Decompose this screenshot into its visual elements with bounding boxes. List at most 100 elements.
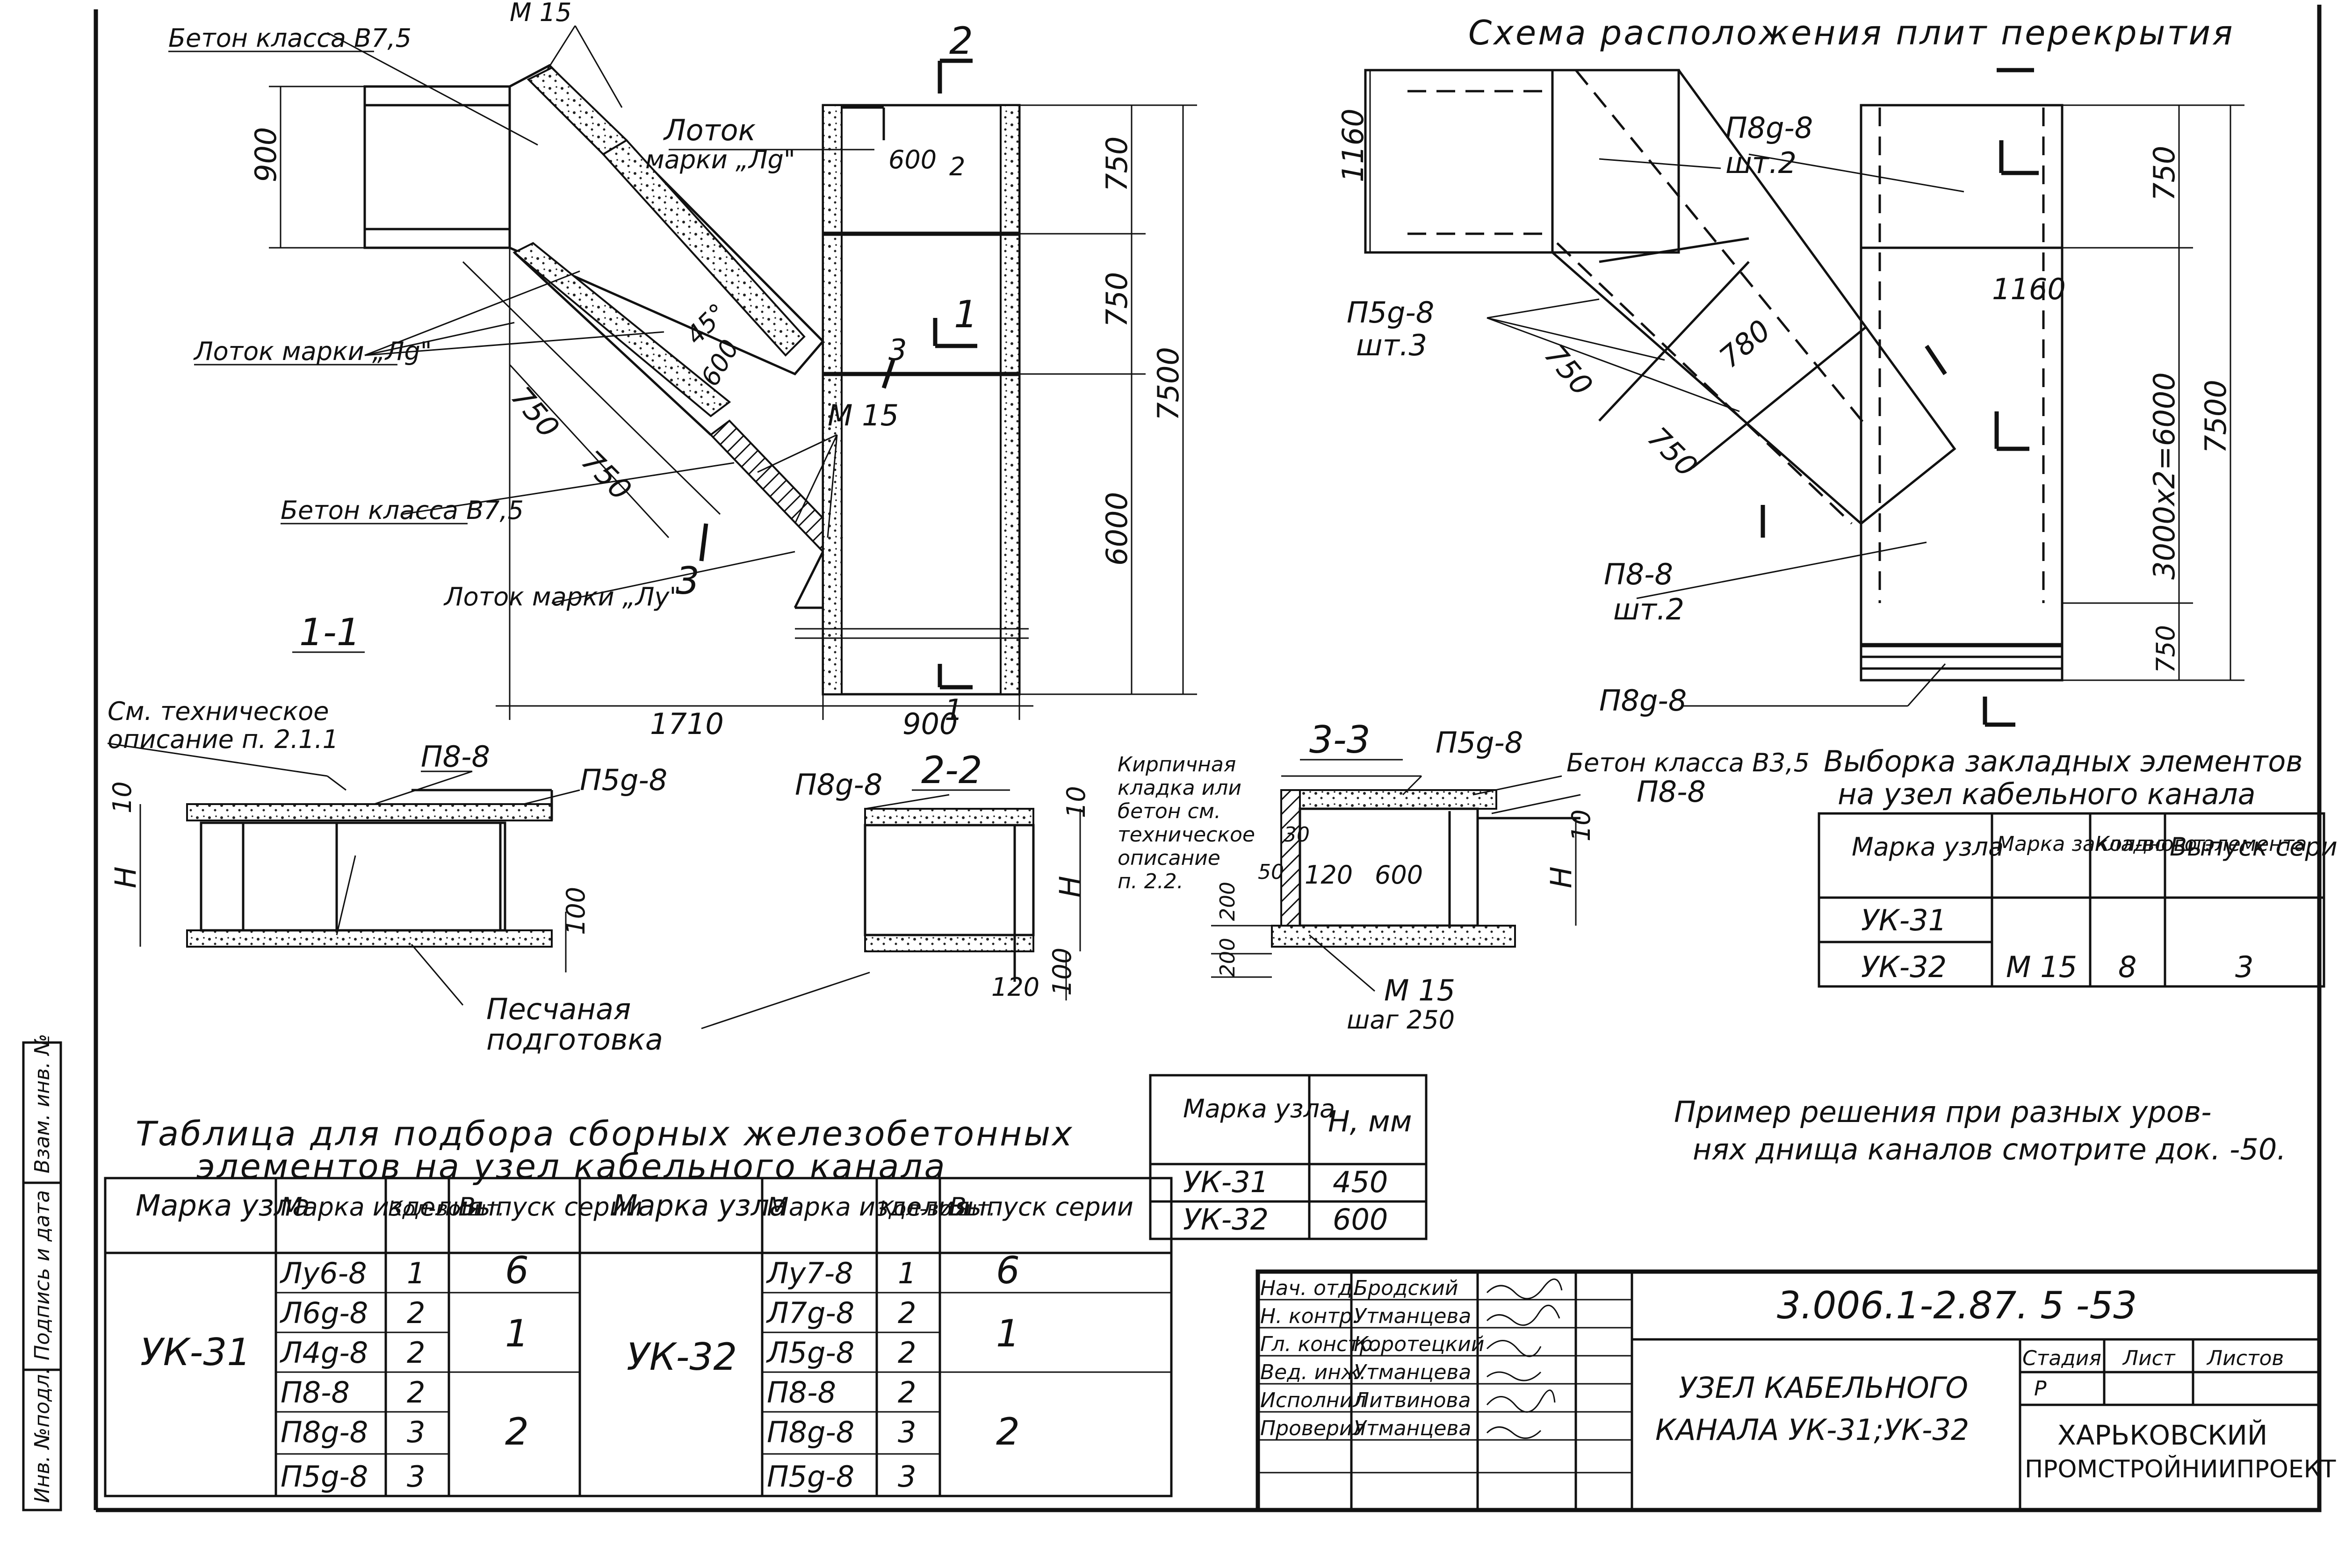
h-table-h-node: Марка узла: [1183, 1094, 1335, 1123]
brick-note-6: п. 2.2.: [1118, 870, 1183, 893]
sel-uk31-series-1: 6: [505, 1249, 529, 1292]
sel-uk32-r3-item: Л5g-8: [766, 1336, 854, 1370]
section-3-3-beton: Бетон класса В3,5: [1566, 748, 1810, 777]
sel-uk32-series-1: 6: [996, 1249, 1020, 1292]
sel-uk32-r4-item: П8-8: [767, 1375, 836, 1410]
sig-role-4: Вед. инж.: [1260, 1360, 1366, 1384]
section-2-2-d10: 10: [1061, 786, 1091, 818]
sel-uk31-node: УК-31: [140, 1331, 251, 1374]
title-line-1: УЗЕЛ КАБЕЛЬНОГО: [1679, 1371, 1968, 1405]
plan-dim-780: 780: [1713, 313, 1777, 374]
slab-plan: [1364, 68, 2244, 727]
section-3-3-step: шаг 250: [1347, 1005, 1455, 1035]
section-2-2-text: 2-2 П8g-8 H 10 100 120: [795, 748, 1091, 1002]
section-3-3-h: H: [1544, 866, 1578, 888]
cut-mark-2-top: 2: [949, 19, 973, 63]
sig-role-5: Исполнил: [1260, 1388, 1366, 1412]
plan-label-p88: П8-8: [1604, 557, 1673, 591]
sel-h-item-b: Марка изделия: [767, 1192, 969, 1222]
embedded-h-node: Марка узла: [1852, 832, 2004, 862]
sel-uk31-r6-item: П5g-8: [281, 1460, 368, 1494]
cut-mark-1-bottom: 1: [945, 693, 963, 727]
embedded-r1-node: УК-31: [1861, 903, 1947, 937]
section-1-1-label: 1-1: [299, 611, 361, 654]
slab-plan-text: Схема расположения плит перекрытия П8g-8…: [1336, 13, 2233, 718]
plan-label-p8d8: П8g-8: [1725, 111, 1813, 145]
embedded-title-1: Выборка закладных элементов: [1824, 744, 2303, 778]
h-table-r2-node: УК-32: [1183, 1202, 1269, 1237]
title-block: Нач. отд. Бродский Н. контр. Утманцева Г…: [1256, 1269, 2336, 1512]
section-3-3-label: 3-3: [1309, 718, 1371, 762]
sig-name-4: Утманцева: [1354, 1360, 1471, 1384]
selection-title-2: элементов на узел кабельного канала: [196, 1147, 947, 1186]
selection-table: Таблица для подбора сборных железобетонн…: [104, 1114, 1173, 1497]
plan-dim-1160: 1160: [1336, 108, 1370, 182]
sig-name-1: Бродский: [1354, 1276, 1458, 1300]
org-line-1: ХАРЬКОВСКИЙ: [2057, 1419, 2267, 1451]
section-3-3-m15: М 15: [1384, 973, 1455, 1007]
h-table-r1-h: 450: [1333, 1165, 1388, 1199]
sig-role-2: Н. контр.: [1260, 1304, 1359, 1328]
detail-a-d10: 10: [108, 781, 137, 813]
note-m15-top: М 15: [510, 0, 571, 27]
sel-h-qty-b: Кол-во шт.: [879, 1197, 996, 1221]
cut-mark-3-mid: 3: [888, 333, 907, 367]
detail-a-d100: 100: [561, 887, 591, 935]
detail-a-note-2: описание п. 2.1.1: [108, 725, 339, 754]
dim-1710: 1710: [650, 707, 724, 741]
section-1-1: [269, 25, 1197, 720]
section-detail-a: [107, 742, 580, 1006]
section-2-2-h: H: [1053, 876, 1087, 898]
sel-h-series-b: Выпуск серии: [949, 1192, 1133, 1222]
embedded-h-qty: Кол-во шт.: [2095, 832, 2211, 856]
dim-750-b: 750: [575, 444, 638, 507]
sel-uk31-r3-item: Л4g-8: [280, 1336, 368, 1370]
plan-label-p5d8: П5g-8: [1347, 295, 1434, 330]
plan-dim-750-top: 750: [2147, 146, 2181, 201]
sig-name-2: Утманцева: [1354, 1304, 1471, 1328]
plan-label-p8d8-bottom: П8g-8: [1599, 683, 1687, 718]
sheet-header: Лист: [2122, 1346, 2176, 1370]
sig-name-3: Коротецкий: [1354, 1332, 1484, 1356]
sel-uk32-series-3: 2: [996, 1410, 1020, 1453]
dim-600-a: 600: [888, 145, 937, 174]
plan-label-sht2: шт.2: [1725, 146, 1797, 180]
embedded-title-2: на узел кабельного канала: [1838, 777, 2256, 811]
plan-dim-750-a: 750: [1538, 338, 1600, 403]
note-beton-mid: Бетон класса В7,5: [281, 496, 524, 525]
sel-uk32-node: УК-32: [627, 1335, 737, 1379]
selection-title-1: Таблица для подбора сборных железобетонн…: [136, 1114, 1074, 1153]
section-3-3-d200a: 200: [1216, 882, 1240, 921]
section-3-3-d10: 10: [1566, 809, 1596, 842]
plan-dim-1160b: 1160: [1992, 272, 2066, 306]
sel-h-item-a: Марка изделия: [281, 1192, 483, 1222]
dim-750-r1: 750: [1100, 137, 1134, 192]
note-lotok-lg: Лоток марки „Лg": [193, 337, 432, 366]
sel-h-node-a: Марка узла: [136, 1188, 310, 1223]
side-stamp-inv: Инв. №подл.: [30, 1367, 54, 1503]
side-stamp-replace: Взам. инв. №: [30, 1034, 54, 1173]
brick-note-3: бетон см.: [1118, 799, 1221, 823]
note-m15-mid: М 15: [828, 398, 899, 432]
sig-role-3: Гл. констр.: [1260, 1332, 1379, 1356]
side-stamp-sign: Подпись и дата: [30, 1190, 54, 1360]
embedded-r2-qty: 8: [2118, 950, 2136, 984]
detail-a-note-1: См. техническое: [108, 697, 329, 726]
plan-label-sht2b: шт.2: [1613, 592, 1684, 626]
note-lotok-ld-b: марки „Лg": [645, 145, 795, 174]
sel-uk32-r1-qty: 1: [898, 1256, 916, 1290]
sel-uk32-r5-item: П8g-8: [767, 1415, 854, 1449]
sel-uk32-r2-item: Л7g-8: [766, 1296, 854, 1330]
embedded-h-mark: Марка закладного элемента: [1997, 832, 2307, 856]
sel-uk31-r1-qty: 1: [407, 1256, 425, 1290]
sel-uk32-r1-item: Лу7-8: [766, 1256, 853, 1290]
h-table-r2-h: 600: [1333, 1202, 1388, 1237]
embedded-r2-node: УК-32: [1861, 950, 1947, 984]
sel-uk31-r3-qty: 2: [407, 1336, 425, 1370]
sel-uk31-series-2: 1: [505, 1312, 529, 1355]
sel-uk31-r2-item: Л6g-8: [280, 1296, 368, 1330]
section-3-3: [1211, 775, 1581, 992]
side-stamp: Инв. №подл. Подпись и дата Взам. инв. №: [22, 1034, 62, 1511]
sel-h-node-b: Марка узла: [613, 1188, 787, 1223]
